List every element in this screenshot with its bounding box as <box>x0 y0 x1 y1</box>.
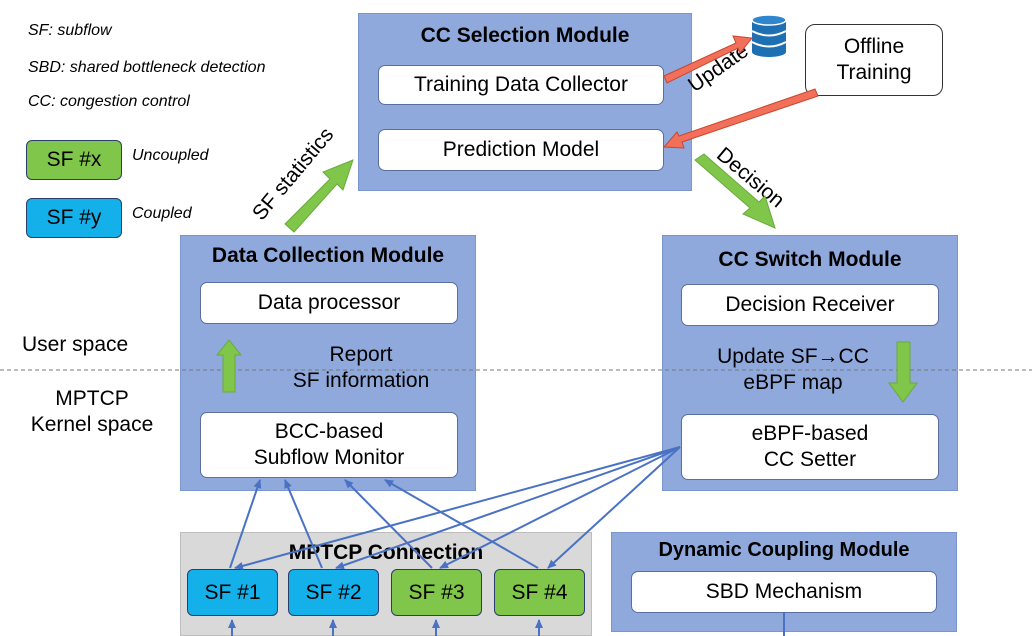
report-line-2: SF information <box>292 369 430 393</box>
monitor-line-1: BCC-based <box>274 419 384 443</box>
cc-selection-title: CC Selection Module <box>420 24 630 47</box>
sbd-mechanism: SBD Mechanism <box>631 571 937 613</box>
dynamic-coupling-module: Dynamic Coupling Module SBD Mechanism <box>611 532 957 632</box>
legend-sf-abbrev: SF: subflow <box>28 22 112 39</box>
monitor-link-sf2 <box>284 479 323 569</box>
kernel-space-line-1: MPTCP <box>55 387 129 410</box>
update-arrow-to-db <box>663 35 753 84</box>
monitor-link-sf1 <box>229 479 262 569</box>
kernel-space-label: MPTCP Kernel space <box>22 386 162 439</box>
subflow-4: SF #4 <box>494 569 585 616</box>
monitor-link-sf3 <box>344 479 433 569</box>
setter-link-sf2 <box>335 446 681 570</box>
update-line-1: Update SF→CC <box>717 345 869 368</box>
kernel-space-line-2: Kernel space <box>30 413 154 437</box>
report-up-arrow <box>215 339 243 393</box>
monitor-line-2: Subflow Monitor <box>253 446 405 469</box>
legend-uncoupled-label: Uncoupled <box>132 147 209 164</box>
setter-link-sf3 <box>439 446 681 569</box>
dynamic-coupling-title: Dynamic Coupling Module <box>658 539 910 561</box>
legend-sbd-abbrev: SBD: shared bottleneck detection <box>28 59 266 76</box>
cc-setter: eBPF-based CC Setter <box>681 414 939 480</box>
mptcp-connection-title: MPTCP Connection <box>288 541 484 564</box>
setter-link-sf1 <box>234 446 681 570</box>
map-down-arrow <box>888 341 918 403</box>
decision-receiver: Decision Receiver <box>681 284 939 326</box>
subflow-2: SF #2 <box>288 569 379 616</box>
subflow-3: SF #3 <box>391 569 482 616</box>
update-arrow-to-model <box>662 88 819 149</box>
legend-coupled-box: SF #y <box>26 198 122 238</box>
training-data-collector: Training Data Collector <box>378 65 664 105</box>
cc-selection-module: CC Selection Module Training Data Collec… <box>358 13 692 191</box>
subflow-monitor: BCC-based Subflow Monitor <box>200 412 458 478</box>
sf-statistics-arrow <box>284 159 354 233</box>
legend-cc-abbrev: CC: congestion control <box>28 93 190 110</box>
subflow-1: SF #1 <box>187 569 278 616</box>
decision-arrow <box>694 153 776 229</box>
database-icon <box>751 14 787 57</box>
setter-line-2: CC Setter <box>763 448 857 471</box>
data-collection-title: Data Collection Module <box>211 244 445 267</box>
setter-line-1: eBPF-based <box>751 421 869 445</box>
report-sf-information: Report SF information <box>276 342 446 395</box>
prediction-model: Prediction Model <box>378 129 664 171</box>
update-ebpf-map: Update SF→CC eBPF map <box>693 344 893 397</box>
update-line-2: eBPF map <box>743 371 843 395</box>
legend-uncoupled-box: SF #x <box>26 140 122 180</box>
offline-training: Offline Training <box>805 24 943 96</box>
offline-training-label: Offline Training <box>836 34 912 84</box>
data-processor: Data processor <box>200 282 458 324</box>
user-space-label: User space <box>22 333 129 356</box>
setter-link-sf4 <box>547 446 681 569</box>
legend-coupled-label: Coupled <box>132 205 192 222</box>
report-line-1: Report <box>329 343 393 366</box>
cc-switch-title: CC Switch Module <box>718 248 902 271</box>
